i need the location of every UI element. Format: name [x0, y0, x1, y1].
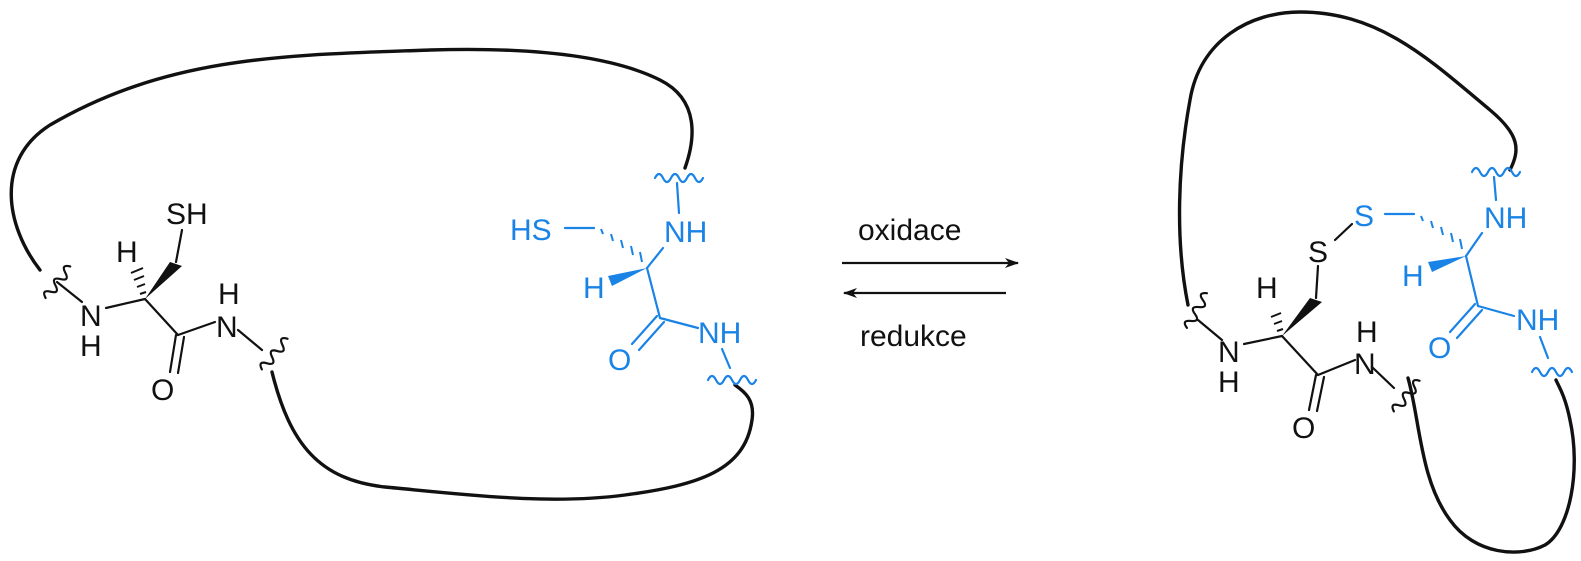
carbonyl-bond-1 [1307, 373, 1318, 412]
amide-label: NH [698, 317, 741, 350]
wedge-bond [1282, 298, 1322, 336]
amide-n-label: N [216, 311, 238, 344]
amine-n-label: N [1218, 336, 1240, 369]
bond [1492, 175, 1498, 202]
carbonyl-o-label: O [608, 344, 631, 377]
wavy-bond-bottom [706, 374, 758, 386]
forward-label: oxidace [858, 214, 961, 247]
bond [236, 328, 264, 352]
hash-bond [1420, 215, 1463, 250]
wavy-bond-left-n [1183, 291, 1209, 329]
amide-n-label: N [1354, 348, 1376, 381]
bond [1242, 334, 1284, 346]
carbonyl-o-label: O [1428, 332, 1451, 365]
hash-bond [130, 267, 147, 295]
bond [174, 228, 184, 264]
bond [1316, 358, 1357, 377]
bond [645, 266, 662, 320]
bond [176, 320, 217, 337]
wedge-bond [1428, 256, 1466, 272]
alpha-h-label: H [116, 236, 138, 269]
wavy-bond-bottom [1530, 366, 1574, 378]
thiol-label: HS [510, 214, 552, 247]
wedge-bond [145, 262, 182, 299]
right-peptide-chain-lower [1406, 376, 1576, 554]
hash-bond [600, 228, 643, 263]
alpha-h-label: H [1402, 260, 1424, 293]
equilibrium-arrows: oxidace redukce [842, 214, 1019, 353]
carbonyl-bond-1 [1448, 302, 1477, 334]
alpha-h-label: H [583, 272, 605, 305]
amine-label: NH [664, 216, 707, 249]
oxidized-peptide: S H N H O H N S NH H O NH [1177, 10, 1576, 554]
amine-h-label: H [1218, 366, 1240, 399]
left-peptide-chain-upper [9, 47, 694, 272]
carbonyl-bond-1 [168, 333, 178, 374]
wavy-bond-right-c [1391, 379, 1421, 413]
amine-n-label: N [80, 300, 102, 333]
wavy-bond-top [1470, 166, 1522, 178]
carbonyl-bond-2 [637, 320, 666, 352]
wedge-bond [608, 268, 647, 286]
bond [675, 181, 681, 215]
bond [1314, 264, 1320, 300]
right-peptide-chain-upper [1177, 10, 1518, 307]
carbonyl-bond-2 [1455, 308, 1484, 340]
bond [1370, 365, 1396, 390]
bond [104, 297, 147, 310]
amide-h-label: H [218, 278, 240, 311]
carbonyl-o-label: O [151, 374, 174, 407]
bond [143, 297, 180, 337]
bond [1464, 231, 1484, 258]
amide-label: NH [1516, 304, 1559, 337]
sulfur-label: S [1354, 200, 1374, 233]
wavy-bond-top [653, 172, 705, 184]
bond [720, 347, 732, 370]
left-peptide-chain-lower [270, 370, 755, 501]
wavy-bond-left-c [259, 337, 289, 371]
bond [1196, 318, 1224, 342]
amine-h-label: H [80, 330, 102, 363]
bond [55, 280, 84, 304]
carbonyl-bond-1 [630, 314, 659, 346]
hash-bond [1270, 312, 1284, 332]
bond [645, 246, 665, 270]
bond [658, 316, 700, 330]
reduced-peptide: SH H N H O H N HS NH H O NH [9, 47, 758, 501]
alpha-h-label: H [1256, 272, 1278, 305]
carbonyl-bond-2 [1315, 375, 1326, 413]
carbonyl-o-label: O [1292, 412, 1315, 445]
amine-label: NH [1484, 202, 1527, 235]
carbonyl-bond-2 [176, 335, 186, 375]
bond [1464, 254, 1480, 308]
reverse-label: redukce [860, 320, 967, 353]
bond [1538, 335, 1550, 360]
sulfur-label: S [1308, 236, 1328, 269]
wavy-bond-left-n [43, 264, 72, 300]
amide-h-label: H [1356, 316, 1378, 349]
bond [1280, 334, 1320, 377]
bond [1476, 304, 1516, 318]
disulfide-stem [1333, 222, 1354, 242]
thiol-label: SH [166, 198, 208, 231]
